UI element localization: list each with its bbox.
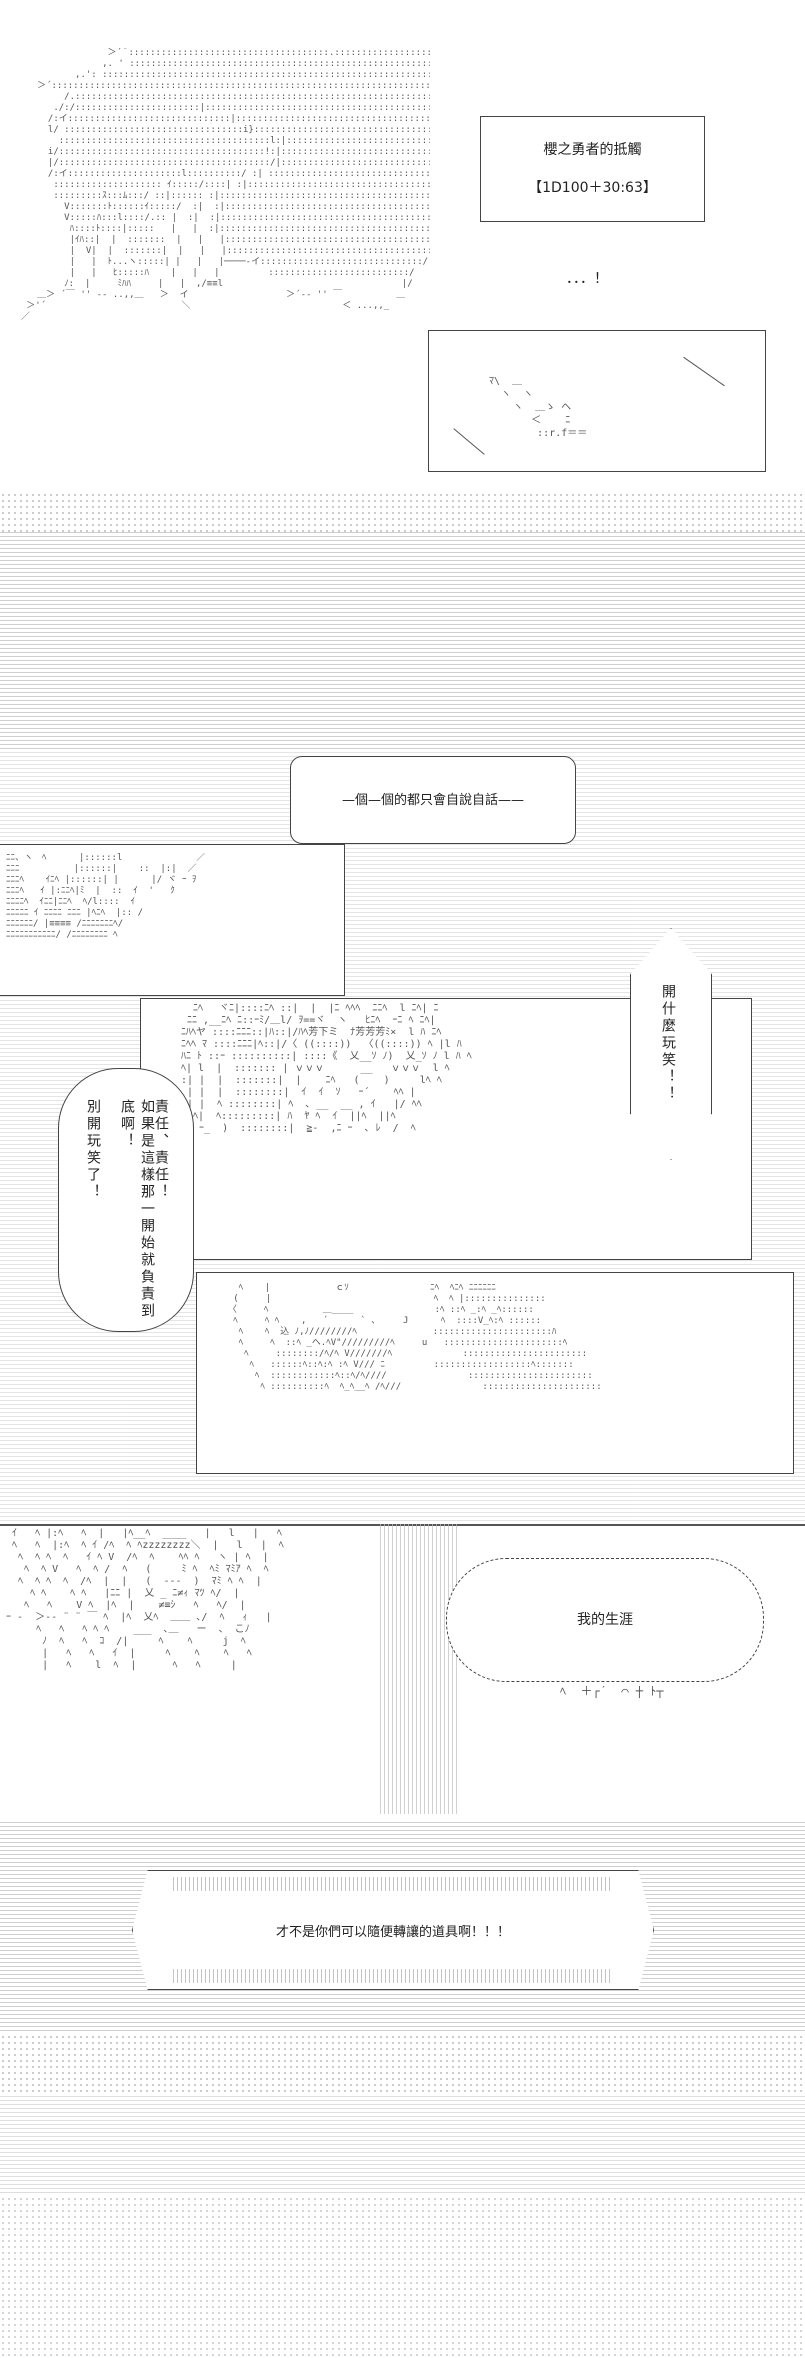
exclaim-bubble xyxy=(630,928,712,1160)
panel-3: ｲ ﾍ |:ﾍ ﾍ | |ﾍ__ﾍ ____ | l | ﾍ ﾍ ﾍ |:ﾍ ﾍ… xyxy=(0,1524,805,1820)
dotted-band-1 xyxy=(0,492,805,532)
shout-box-tick-marks-top xyxy=(173,1877,613,1891)
sub-panel-left: ﾆﾆ、ヽ｀ﾍ |::::::l ￣ ／ ﾆﾆﾆ |::::::| :: |:| … xyxy=(0,844,345,996)
sub-panel-left-art: ﾆﾆ、ヽ｀ﾍ |::::::l ￣ ／ ﾆﾆﾆ |::::::| :: |:| … xyxy=(6,853,206,940)
speech-line-2: 如果是這樣那一開始就負責到底啊！ xyxy=(119,1099,155,1320)
inset-panel: ﾏ\ ＿ ヽ ヽ ヽ ＿ゝ ヘ ＜ ﾆ ::r.f＝＝ xyxy=(428,330,766,472)
speech-line-3: 別開玩笑了！ xyxy=(85,1099,101,1201)
inset-diagonal xyxy=(453,428,485,455)
roll-title: 櫻之勇者的抵觸 xyxy=(543,142,642,158)
thought-bubble-tail-art: ﾍ ＋┌´ ⌒ ┼ ﾄ┬ xyxy=(560,1686,664,1698)
panel-4: 才不是你們可以隨便轉讓的道具啊！！！ xyxy=(0,1822,805,2032)
thought-text: 我的生涯 xyxy=(577,1612,633,1628)
hatch-band-3 xyxy=(0,2096,805,2196)
ellipsis-text: ．．．！ xyxy=(566,271,608,287)
main-frame-art: ﾆﾍ ￣ヾﾆ|::::ﾆﾍ ::| | |ﾆ ﾍﾍﾍ ﾆﾆﾍ l ﾆﾍ| ﾆ ﾆ… xyxy=(181,1003,472,1134)
lower-frame-art: ﾍ | ｃｿ ﾆﾍ ﾍﾆﾍ ﾆﾆﾆﾆﾆﾆ ( | ﾍ ﾍ |::::::::::… xyxy=(227,1283,602,1392)
speech-line-1: 責任、責任！ xyxy=(153,1099,169,1201)
panel-3-vertical-hatch xyxy=(380,1524,460,1814)
exclaim-text: 開什麼玩笑！！ xyxy=(660,984,676,1103)
panel-2: —個—個的都只會自說自話—— ﾆﾆ、ヽ｀ﾍ |::::::l ￣ ／ ﾆﾆﾆ |… xyxy=(0,752,805,1522)
dotted-band-3 xyxy=(0,2196,805,2356)
hatch-band-1 xyxy=(0,532,805,752)
monologue-box: —個—個的都只會自說自話—— xyxy=(290,756,576,844)
shout-box-tick-marks-bottom xyxy=(173,1969,613,1983)
shout-box: 才不是你們可以隨便轉讓的道具啊！！！ xyxy=(132,1870,654,1990)
lower-frame: ﾍ | ｃｿ ﾆﾍ ﾍﾆﾍ ﾆﾆﾆﾆﾆﾆ ( | ﾍ ﾍ |::::::::::… xyxy=(196,1272,794,1474)
roll-result: 【1D100＋30:63】 xyxy=(528,180,657,196)
panel-3-art: ｲ ﾍ |:ﾍ ﾍ | |ﾍ__ﾍ ____ | l | ﾍ ﾍ ﾍ |:ﾍ ﾍ… xyxy=(6,1528,284,1671)
inset-ascii-art: ﾏ\ ＿ ヽ ヽ ヽ ＿ゝ ヘ ＜ ﾆ ::r.f＝＝ xyxy=(489,376,588,439)
panel-1: ＞´ ﾞ::::::::::::::::::::::::::::::::::::… xyxy=(0,0,805,490)
ascii-art-figure: ＞´ ﾞ::::::::::::::::::::::::::::::::::::… xyxy=(20,48,430,322)
monologue-text: —個—個的都只會自說自話—— xyxy=(341,793,524,808)
dotted-band-2 xyxy=(0,2034,805,2094)
roll-result-box: 櫻之勇者的抵觸 【1D100＋30:63】 xyxy=(480,116,705,222)
shout-text: 才不是你們可以隨便轉讓的道具啊！！！ xyxy=(275,1925,510,1940)
speech-bubble-responsibility: 責任、責任！ 如果是這樣那一開始就負責到底啊！ 別開玩笑了！ xyxy=(58,1068,194,1332)
thought-bubble: 我的生涯 xyxy=(446,1558,764,1682)
